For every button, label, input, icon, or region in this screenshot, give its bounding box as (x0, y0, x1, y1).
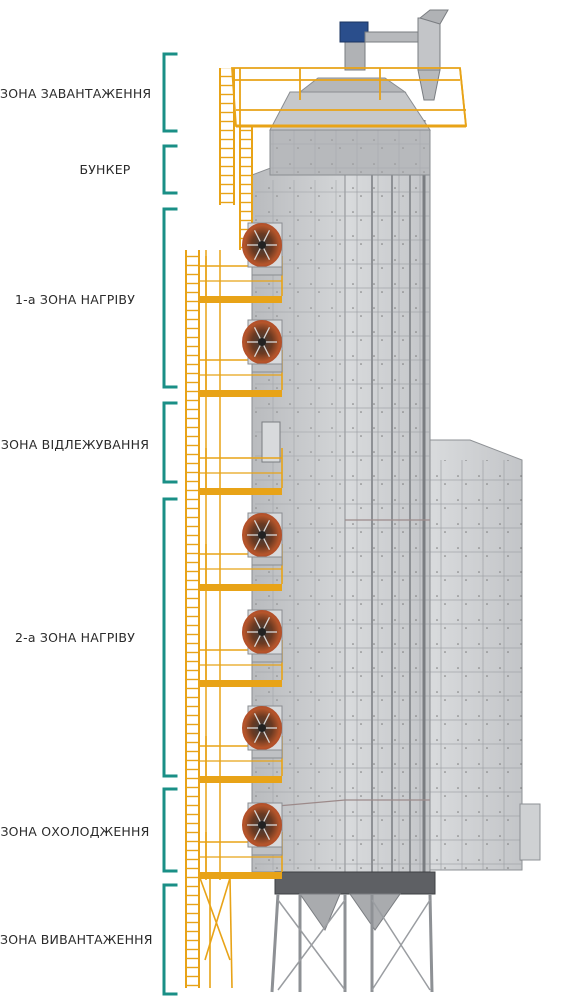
fan-icon (242, 705, 283, 759)
motor-icon (339, 21, 369, 43)
platform-3 (200, 448, 283, 495)
bracket-bunker (162, 144, 178, 195)
top-inlet (339, 9, 449, 101)
discharge-base (270, 871, 436, 993)
bracket-tempering (162, 401, 178, 484)
fan-icon (242, 802, 283, 856)
side-annex (429, 439, 541, 871)
lower-struts (199, 877, 233, 989)
zone-label-heating-2: 2-а ЗОНА НАГРІВУ (14, 630, 136, 645)
tower-body (251, 77, 431, 880)
upper-ladder (219, 68, 253, 250)
fan-icon (242, 512, 283, 566)
zone-label-unloading: ЗОНА ВИВАНТАЖЕННЯ (0, 932, 153, 947)
bracket-cooling (162, 787, 178, 873)
zone-label-heating-1: 1-а ЗОНА НАГРІВУ (14, 292, 136, 307)
zone-label-tempering: ЗОНА ВІДЛЕЖУВАННЯ (0, 437, 150, 452)
fan-icon (242, 609, 283, 663)
fans (242, 222, 283, 856)
fan-icon (242, 222, 283, 276)
fan-icon (242, 319, 283, 373)
bracket-heating-1 (162, 207, 178, 389)
zone-label-loading: ЗОНА ЗАВАНТАЖЕННЯ (0, 86, 152, 101)
zone-label-bunker: БУНКЕР (79, 162, 131, 177)
zone-brackets (162, 52, 178, 996)
bracket-loading (162, 52, 178, 133)
bracket-heating-2 (162, 497, 178, 778)
zone-label-cooling: ЗОНА ОХОЛОДЖЕННЯ (0, 824, 150, 839)
bracket-unloading (162, 883, 178, 996)
